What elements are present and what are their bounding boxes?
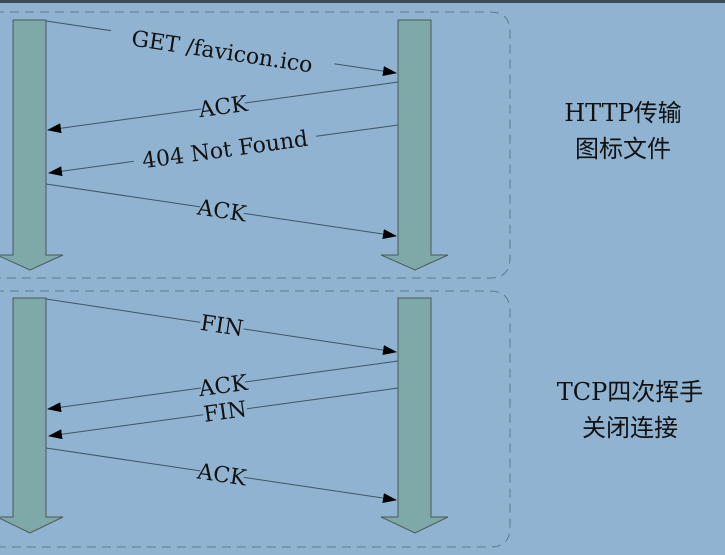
- message-label: FIN: [199, 311, 245, 342]
- group-label-tcp: TCP四次挥手 关闭连接: [540, 374, 720, 446]
- group-label-line: HTTP传输: [564, 99, 682, 127]
- group-label-http: HTTP传输 图标文件: [548, 95, 698, 167]
- group-tcp-close: FIN ACK FIN ACK: [0, 290, 511, 548]
- group-http-favicon: GET /favicon.ico ACK 404 Not Found ACK: [0, 11, 511, 279]
- group-border: [0, 290, 511, 548]
- client-lifeline-arrow: [0, 19, 64, 271]
- client-lifeline-arrow: [0, 297, 64, 534]
- message-label: GET /favicon.ico: [130, 27, 314, 79]
- group-label-line: TCP四次挥手: [556, 378, 704, 406]
- group-border: [0, 11, 511, 279]
- message-label: FIN: [202, 397, 248, 428]
- group-label-line: 图标文件: [575, 135, 671, 163]
- server-lifeline-arrow: [380, 19, 449, 271]
- group-label-line: 关闭连接: [582, 414, 678, 442]
- top-border: [0, 0, 725, 3]
- server-lifeline-arrow: [380, 297, 449, 534]
